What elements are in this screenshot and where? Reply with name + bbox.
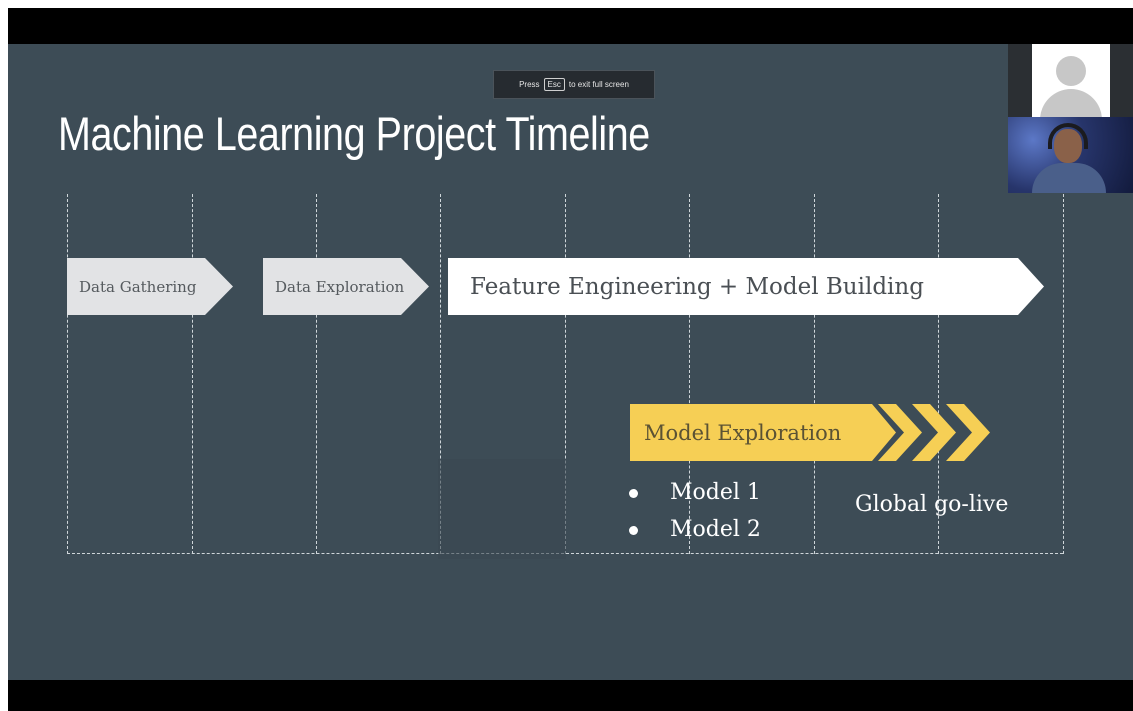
go-live-label: Global go-live [855, 492, 1009, 517]
stage-data-exploration: Data Exploration [263, 258, 429, 315]
hint-suffix: to exit full screen [568, 80, 629, 89]
fullscreen-exit-hint: Press Esc to exit full screen [493, 70, 655, 99]
hint-prefix: Press [519, 80, 540, 89]
person-body [1032, 163, 1106, 193]
stage-feature-engineering: Feature Engineering + Model Building [448, 258, 1044, 315]
presentation-slide: Press Esc to exit full screen Machine Le… [8, 44, 1133, 680]
grid-line [67, 194, 68, 554]
headset-icon [1048, 123, 1088, 149]
model-list: Model 1 Model 2 [618, 474, 761, 548]
grid-line [1063, 194, 1064, 554]
stage-label: Data Exploration [275, 277, 405, 296]
list-item: Model 2 [618, 511, 761, 548]
stage-model-exploration: Model Exploration [630, 404, 896, 461]
grid-line [316, 194, 317, 554]
stage-data-gathering: Data Gathering [67, 258, 233, 315]
avatar [1032, 44, 1110, 117]
avatar-icon [1056, 56, 1086, 86]
list-item: Model 1 [618, 474, 761, 511]
stage-label: Data Gathering [79, 277, 197, 296]
esc-key-icon: Esc [543, 78, 565, 91]
slide-title: Machine Learning Project Timeline [58, 107, 650, 160]
grid-line [192, 194, 193, 554]
participant-tile[interactable] [1008, 44, 1133, 117]
stage-label: Feature Engineering + Model Building [470, 273, 924, 300]
grid-line [814, 194, 815, 554]
fullscreen-presentation: Press Esc to exit full screen Machine Le… [8, 8, 1133, 711]
stage-label: Model Exploration [644, 420, 842, 445]
shaded-region [438, 459, 566, 559]
avatar-body [1040, 89, 1102, 117]
webcam-tile[interactable] [1008, 117, 1133, 193]
